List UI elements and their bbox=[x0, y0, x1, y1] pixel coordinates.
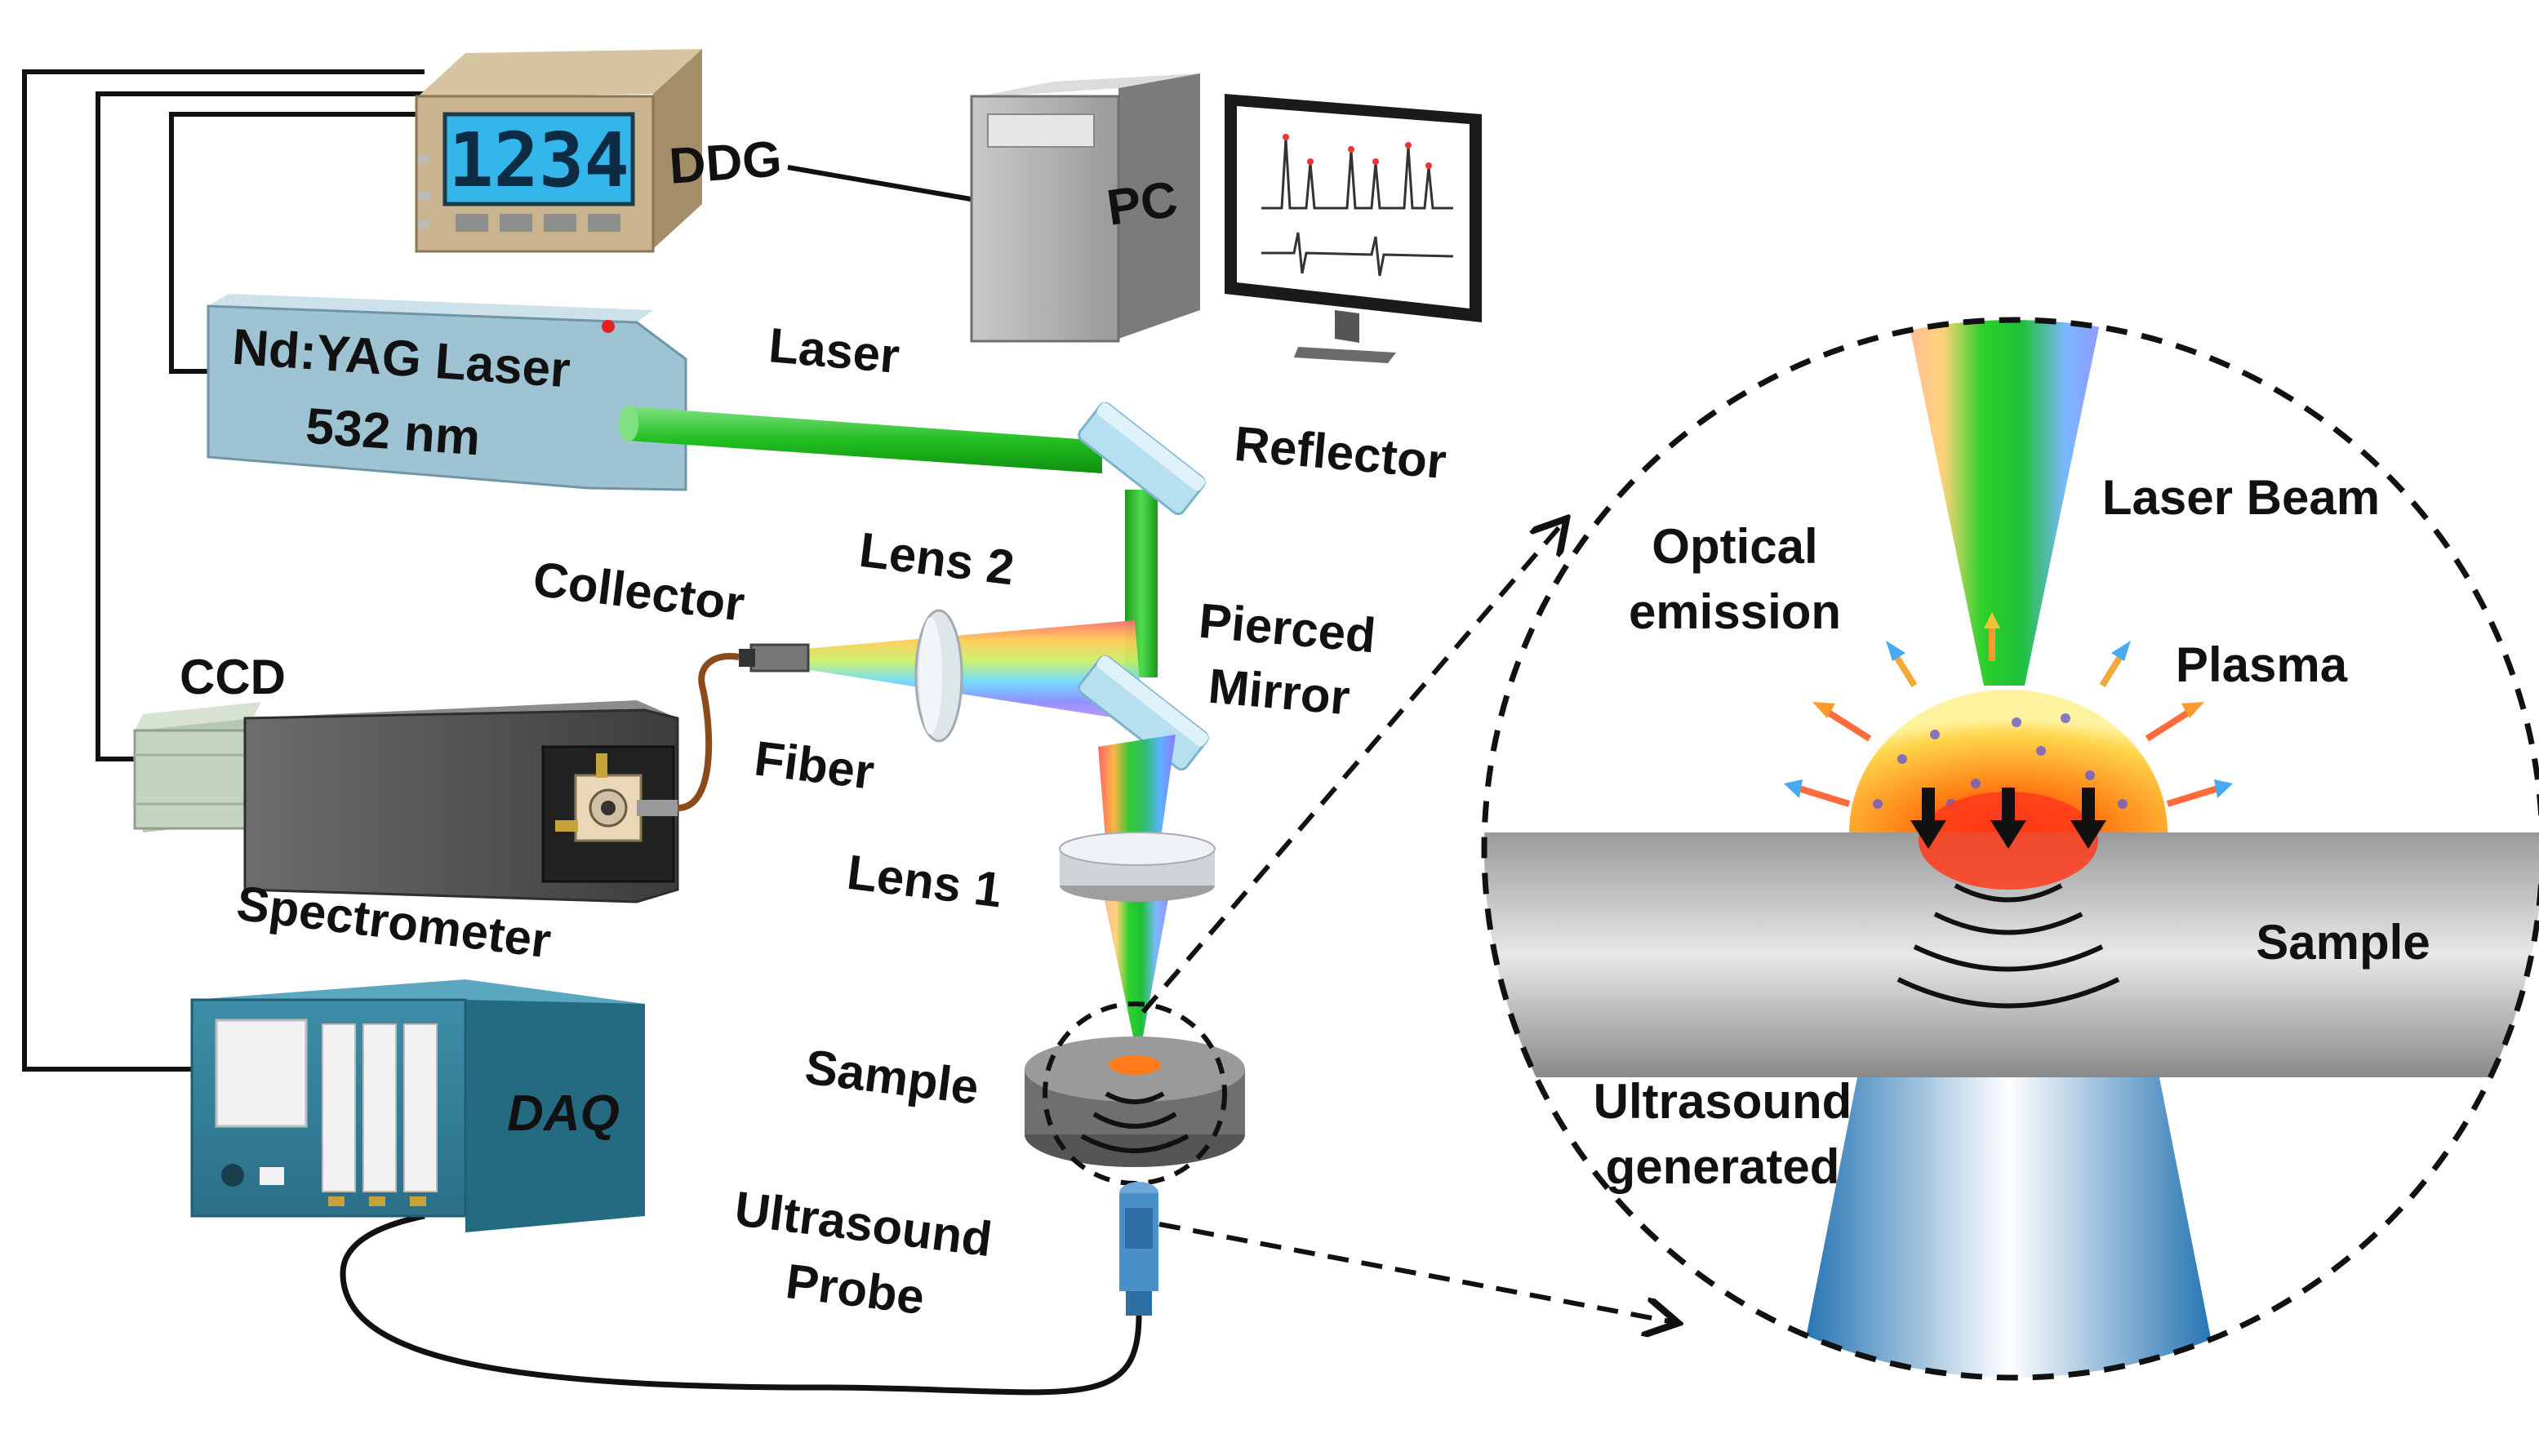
inset-laser-beam-label: Laser Beam bbox=[2102, 470, 2380, 525]
pc-tower: PC bbox=[970, 73, 1200, 343]
reflector-mirror bbox=[1078, 402, 1206, 516]
ddg-display bbox=[442, 112, 635, 206]
inset-border bbox=[1481, 317, 2539, 1381]
fiber-connector bbox=[749, 643, 810, 673]
ccd-label: CCD bbox=[180, 650, 286, 704]
rainbow-beam-vertical bbox=[1098, 735, 1176, 849]
ddg-device: 1234 DDG bbox=[415, 49, 784, 253]
daq-device: DAQ bbox=[190, 979, 645, 1232]
lens-2 bbox=[914, 609, 963, 743]
focused-beam bbox=[1101, 881, 1172, 1037]
ultrasound-probe bbox=[1119, 1182, 1158, 1316]
inset-ultrasound-waves bbox=[1896, 883, 2120, 1009]
inset-view: Laser Beam Optical emission Plasma Sampl… bbox=[1481, 317, 2539, 1381]
lens-2-label: Lens 2 bbox=[856, 522, 1017, 596]
reflector-label: Reflector bbox=[1232, 416, 1448, 489]
sample-label: Sample bbox=[802, 1039, 981, 1115]
laser-wavelength: 532 nm bbox=[304, 398, 482, 467]
pc-label: PC bbox=[1104, 171, 1181, 237]
laser-beam-horizontal bbox=[629, 406, 1102, 473]
collection-beam bbox=[804, 620, 1143, 722]
fiber-label: Fiber bbox=[752, 730, 878, 799]
inset-optical-label-1: Optical bbox=[1652, 519, 1817, 574]
daq-label: DAQ bbox=[507, 1085, 620, 1142]
sample-disk bbox=[1025, 1037, 1245, 1167]
lens-1-label: Lens 1 bbox=[844, 845, 1005, 918]
ccd bbox=[133, 702, 261, 832]
spectrometer bbox=[243, 700, 679, 903]
inset-ultrasound-label-1: Ultrasound bbox=[1594, 1074, 1852, 1129]
inset-ultrasound-label-2: generated bbox=[1606, 1139, 1840, 1194]
ddg-display-digits: 1234 bbox=[448, 117, 629, 204]
zoom-arrow-top bbox=[1141, 522, 1563, 1014]
pierced-mirror-label-1: Pierced bbox=[1197, 593, 1378, 664]
inset-optical-label-2: emission bbox=[1629, 584, 1841, 639]
zoom-arrow-bottom bbox=[1158, 1222, 1674, 1322]
inset-probe-cone bbox=[1796, 1077, 2221, 1378]
inset-sample-label: Sample bbox=[2256, 915, 2430, 970]
laser-label: Laser bbox=[767, 317, 901, 384]
lens-1 bbox=[1059, 832, 1216, 902]
inset-force-arrows bbox=[1910, 788, 2106, 849]
monitor bbox=[1225, 94, 1482, 363]
inset-emission-arrows bbox=[1784, 612, 2233, 807]
probe-cable bbox=[340, 1213, 1142, 1396]
nd-yag-laser: Nd:YAG Laser 532 nm bbox=[207, 294, 687, 491]
probe-label-1: Ultrasound bbox=[731, 1181, 994, 1267]
collector-label: Collector bbox=[530, 552, 747, 632]
connection-wires bbox=[22, 69, 976, 1072]
pierced-mirror-label-2: Mirror bbox=[1207, 659, 1353, 726]
pierced-mirror bbox=[1078, 655, 1209, 771]
probe-label-2: Probe bbox=[783, 1254, 927, 1325]
inset-plasma-label: Plasma bbox=[2176, 637, 2348, 692]
ddg-label: DDG bbox=[667, 131, 783, 194]
fiber-cable bbox=[677, 653, 740, 811]
inset-laser-beam bbox=[1894, 320, 2114, 686]
